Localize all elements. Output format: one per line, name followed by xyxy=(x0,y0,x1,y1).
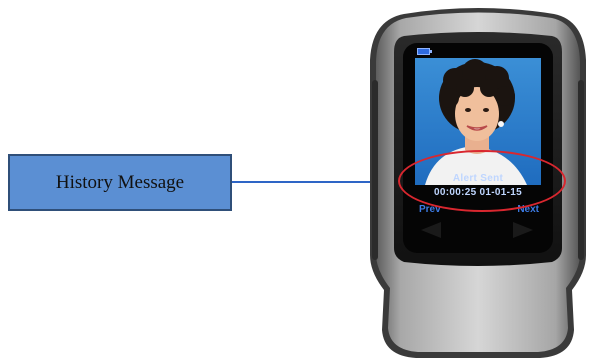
battery-icon xyxy=(417,48,432,55)
pointer-arrow-line xyxy=(232,181,397,183)
left-arrow-button[interactable] xyxy=(421,222,441,238)
nav-button-layer xyxy=(403,43,553,253)
right-arrow-button[interactable] xyxy=(513,222,533,238)
highlight-ellipse xyxy=(398,150,566,212)
next-softkey[interactable]: Next xyxy=(517,204,539,215)
prev-softkey[interactable]: Prev xyxy=(419,204,441,215)
callout-label: History Message xyxy=(55,171,185,193)
callout-label-box: History Message xyxy=(8,154,232,211)
